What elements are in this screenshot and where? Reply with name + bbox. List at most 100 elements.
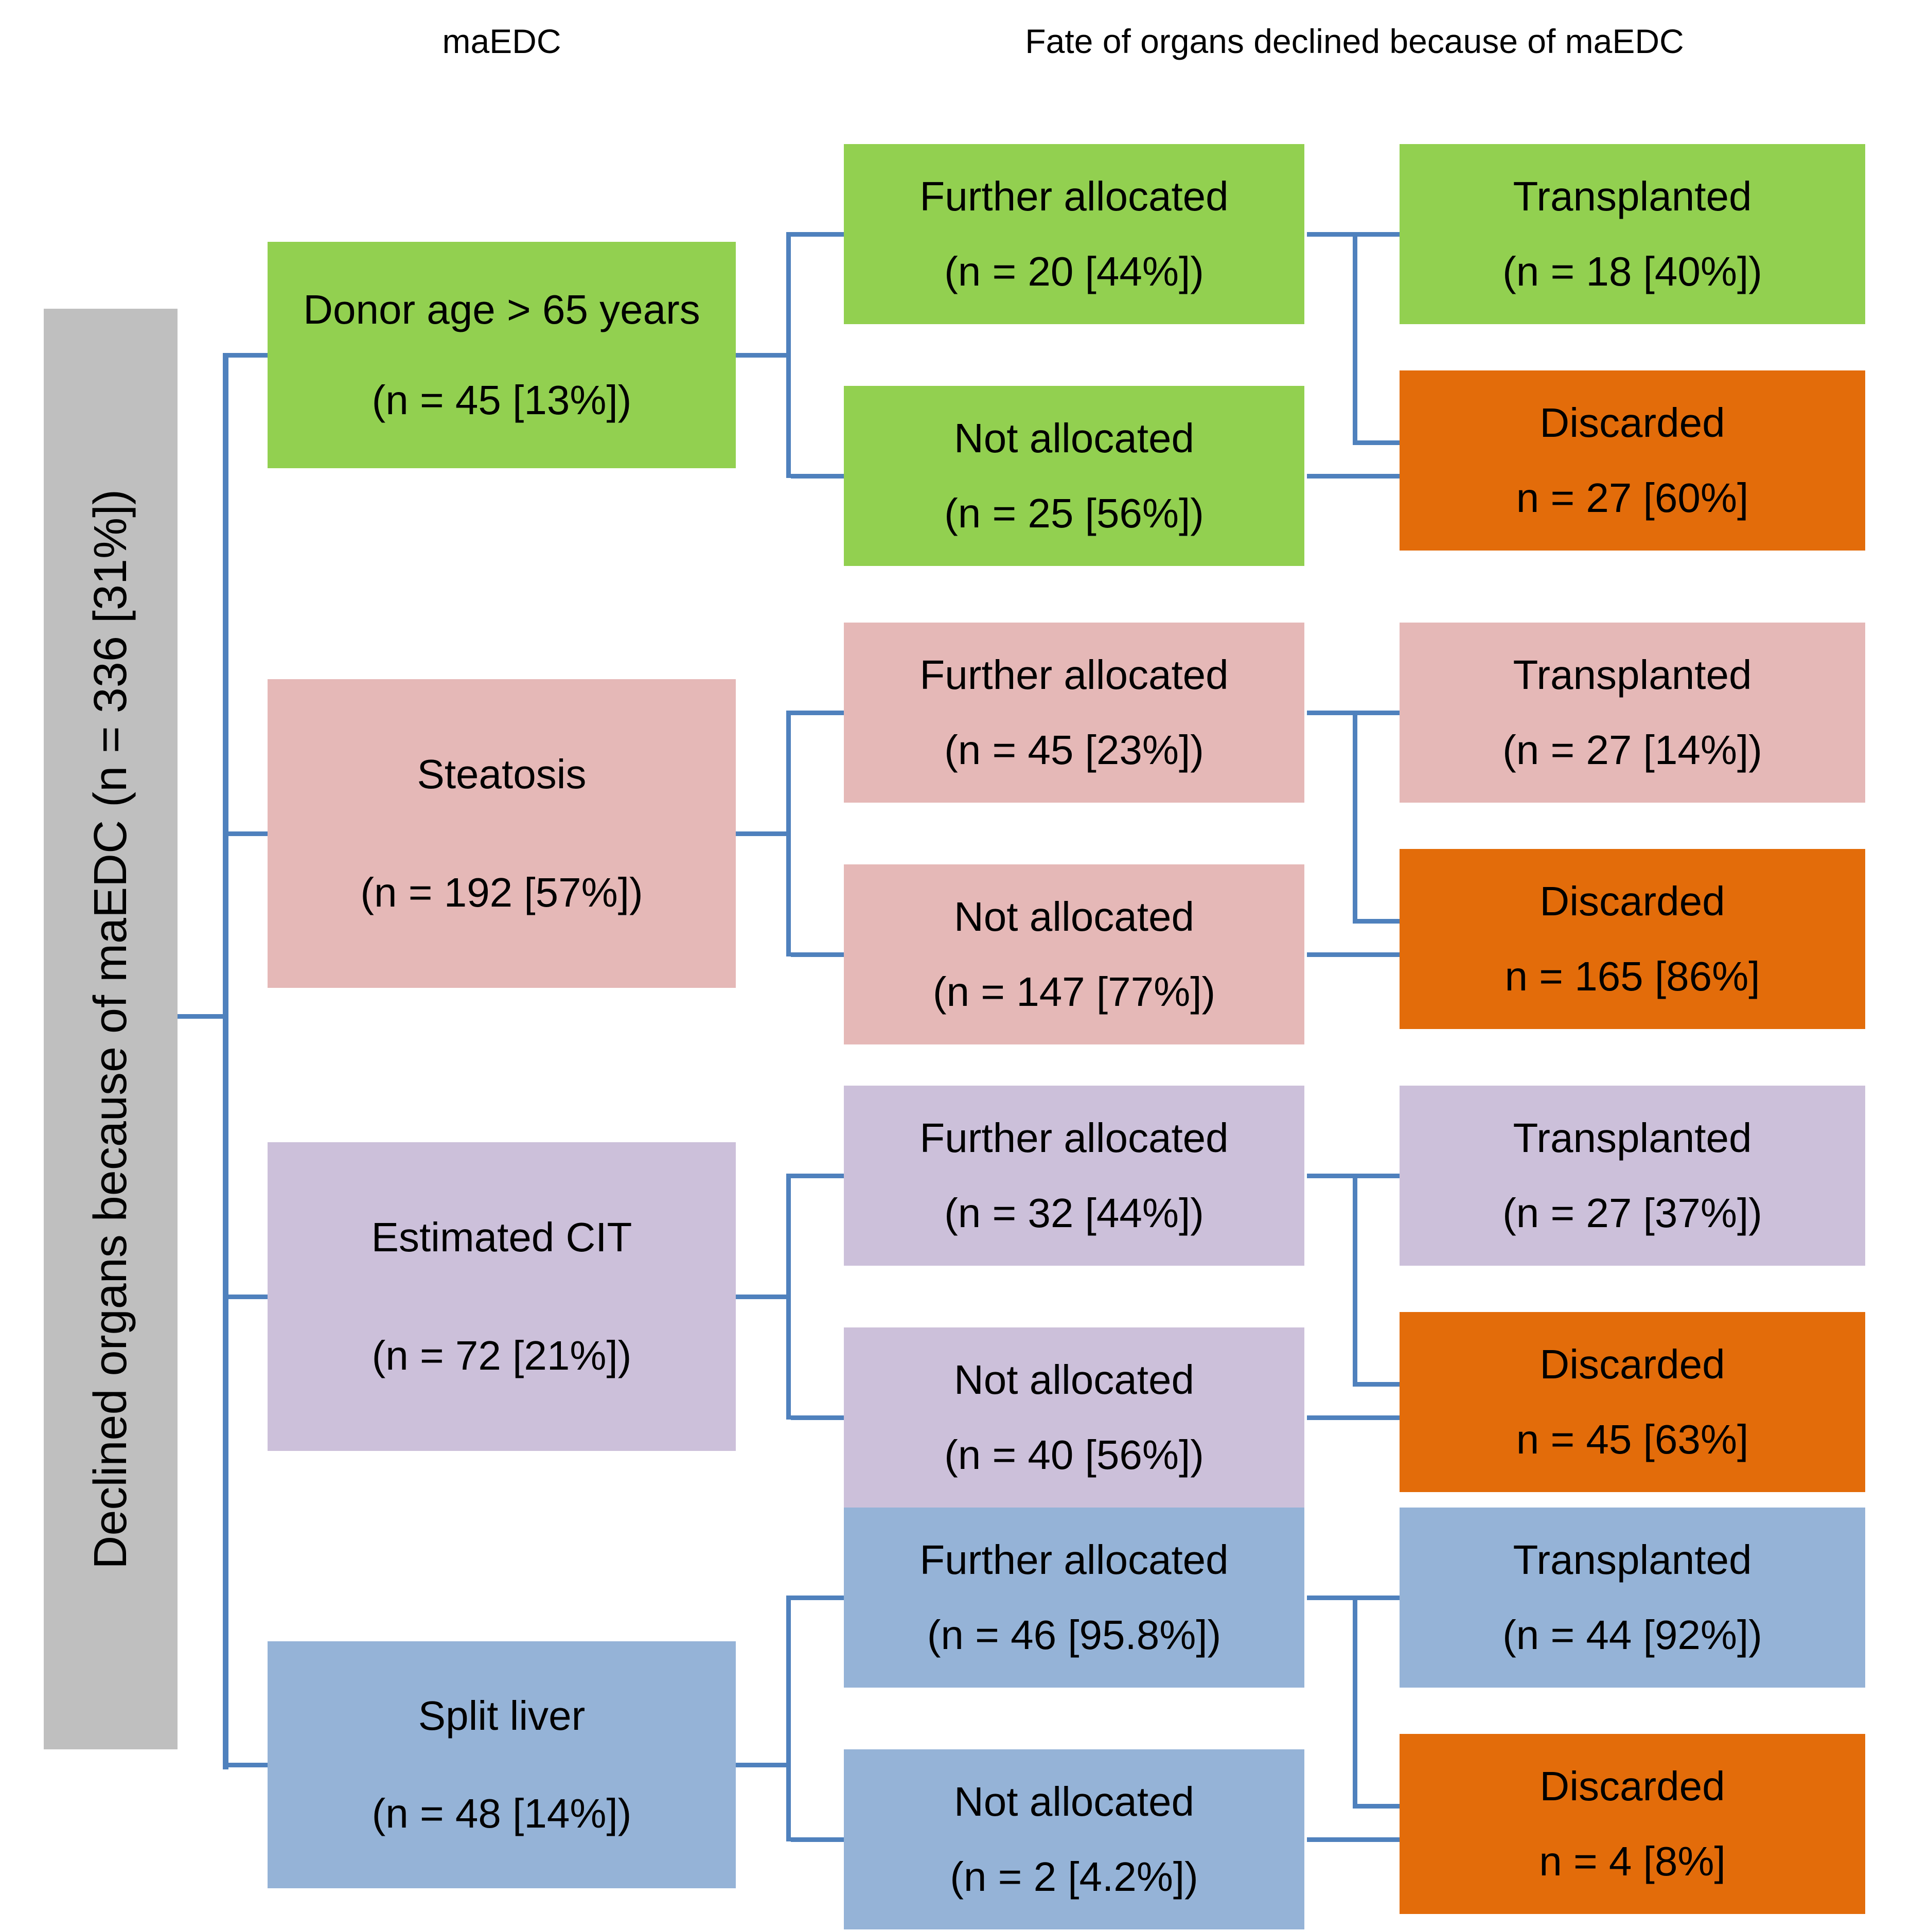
connector-line [1307,952,1400,957]
category-box: Donor age > 65 years (n = 45 [13%]) [268,242,736,468]
not-allocated-box: Not allocated (n = 2 [4.2%]) [844,1749,1304,1929]
connector-line [1307,1596,1400,1600]
not-allocated-count: (n = 147 [77%]) [932,969,1216,1015]
not-allocated-count: (n = 25 [56%]) [944,490,1204,536]
connector-line [1353,440,1400,445]
further-allocated-box: Further allocated (n = 46 [95.8%]) [844,1508,1304,1688]
transplanted-label: Transplanted [1513,1537,1752,1583]
further-allocated-count: (n = 32 [44%]) [944,1190,1204,1236]
further-allocated-count: (n = 45 [23%]) [944,727,1204,773]
further-allocated-label: Further allocated [919,173,1229,219]
connector-line [791,711,844,715]
connector-line [1353,1598,1357,1806]
connector-line [791,1837,844,1842]
connector-line [791,1174,844,1178]
root-declined-organs-bar: Declined organs because of maEDC (n = 33… [44,309,178,1749]
category-count: (n = 45 [13%]) [371,377,632,423]
discarded-count: n = 27 [60%] [1516,475,1749,521]
not-allocated-label: Not allocated [954,1357,1194,1403]
connector-line [227,1295,269,1299]
not-allocated-box: Not allocated (n = 25 [56%]) [844,386,1304,566]
category-label: Donor age > 65 years [303,287,700,332]
connector-line [227,1763,269,1767]
category-label: Split liver [418,1693,586,1739]
further-allocated-count: (n = 46 [95.8%]) [927,1612,1222,1658]
column-header-fate: Fate of organs declined because of maEDC [1025,22,1684,60]
connector-line [786,232,791,478]
further-allocated-label: Further allocated [919,652,1229,698]
discarded-label: Discarded [1540,400,1725,446]
transplanted-box: Transplanted (n = 18 [40%]) [1400,144,1865,324]
connector-line [1353,1382,1400,1387]
category-count: (n = 48 [14%]) [371,1790,632,1836]
connector-line [1353,1176,1357,1384]
connector-line [1307,1837,1400,1842]
category-count: (n = 192 [57%]) [360,869,643,915]
discarded-label: Discarded [1540,878,1725,924]
column-header-maedc: maEDC [442,22,561,60]
discarded-box: Discarded n = 165 [86%] [1400,849,1865,1029]
connector-line [786,711,791,956]
connector-line [1307,232,1400,237]
discarded-count: n = 4 [8%] [1539,1838,1726,1884]
root-label: Declined organs because of maEDC (n = 33… [84,489,136,1569]
not-allocated-box: Not allocated (n = 147 [77%]) [844,864,1304,1044]
category-box: Estimated CIT (n = 72 [21%]) [268,1142,736,1451]
not-allocated-label: Not allocated [954,415,1194,461]
connector-line [791,1415,844,1420]
discarded-label: Discarded [1540,1763,1725,1809]
connector-line [786,1596,791,1841]
connector-line [1353,234,1357,442]
further-allocated-label: Further allocated [919,1115,1229,1161]
category-box: Split liver (n = 48 [14%]) [268,1641,736,1888]
category-count: (n = 72 [21%]) [371,1332,632,1378]
connector-line [791,1596,844,1600]
connector-line [1353,713,1357,921]
transplanted-label: Transplanted [1513,1115,1752,1161]
transplanted-count: (n = 44 [92%]) [1502,1612,1762,1658]
further-allocated-box: Further allocated (n = 32 [44%]) [844,1086,1304,1266]
discarded-label: Discarded [1540,1341,1725,1387]
connector-line [791,232,844,237]
transplanted-box: Transplanted (n = 44 [92%]) [1400,1508,1865,1688]
connector-line [736,1763,790,1767]
connector-line [786,1174,791,1420]
connector-line [227,353,269,358]
category-label: Steatosis [417,751,587,797]
connector-line [1307,711,1400,715]
connector-line [1353,1804,1400,1809]
connector-root-stub [178,1014,227,1019]
discarded-box: Discarded n = 4 [8%] [1400,1734,1865,1914]
transplanted-box: Transplanted (n = 27 [37%]) [1400,1086,1865,1266]
discarded-box: Discarded n = 27 [60%] [1400,370,1865,551]
not-allocated-count: (n = 2 [4.2%]) [950,1854,1198,1900]
further-allocated-label: Further allocated [919,1537,1229,1583]
connector-line [227,831,269,836]
further-allocated-count: (n = 20 [44%]) [944,249,1204,294]
further-allocated-box: Further allocated (n = 45 [23%]) [844,623,1304,803]
category-label: Estimated CIT [371,1214,632,1261]
connector-line [1307,1415,1400,1420]
discarded-count: n = 45 [63%] [1516,1416,1749,1462]
not-allocated-box: Not allocated (n = 40 [56%]) [844,1327,1304,1508]
discarded-count: n = 165 [86%] [1505,953,1760,999]
discarded-box: Discarded n = 45 [63%] [1400,1312,1865,1492]
not-allocated-label: Not allocated [954,894,1194,940]
category-box: Steatosis (n = 192 [57%]) [268,679,736,988]
not-allocated-count: (n = 40 [56%]) [944,1432,1204,1478]
connector-line [791,474,844,478]
connector-line [1307,474,1400,478]
transplanted-count: (n = 18 [40%]) [1502,249,1762,294]
transplanted-label: Transplanted [1513,173,1752,219]
connector-trunk-vertical [223,353,228,1769]
not-allocated-label: Not allocated [954,1779,1194,1824]
transplanted-label: Transplanted [1513,652,1752,698]
connector-line [1307,1174,1400,1178]
further-allocated-box: Further allocated (n = 20 [44%]) [844,144,1304,324]
connector-line [791,952,844,957]
